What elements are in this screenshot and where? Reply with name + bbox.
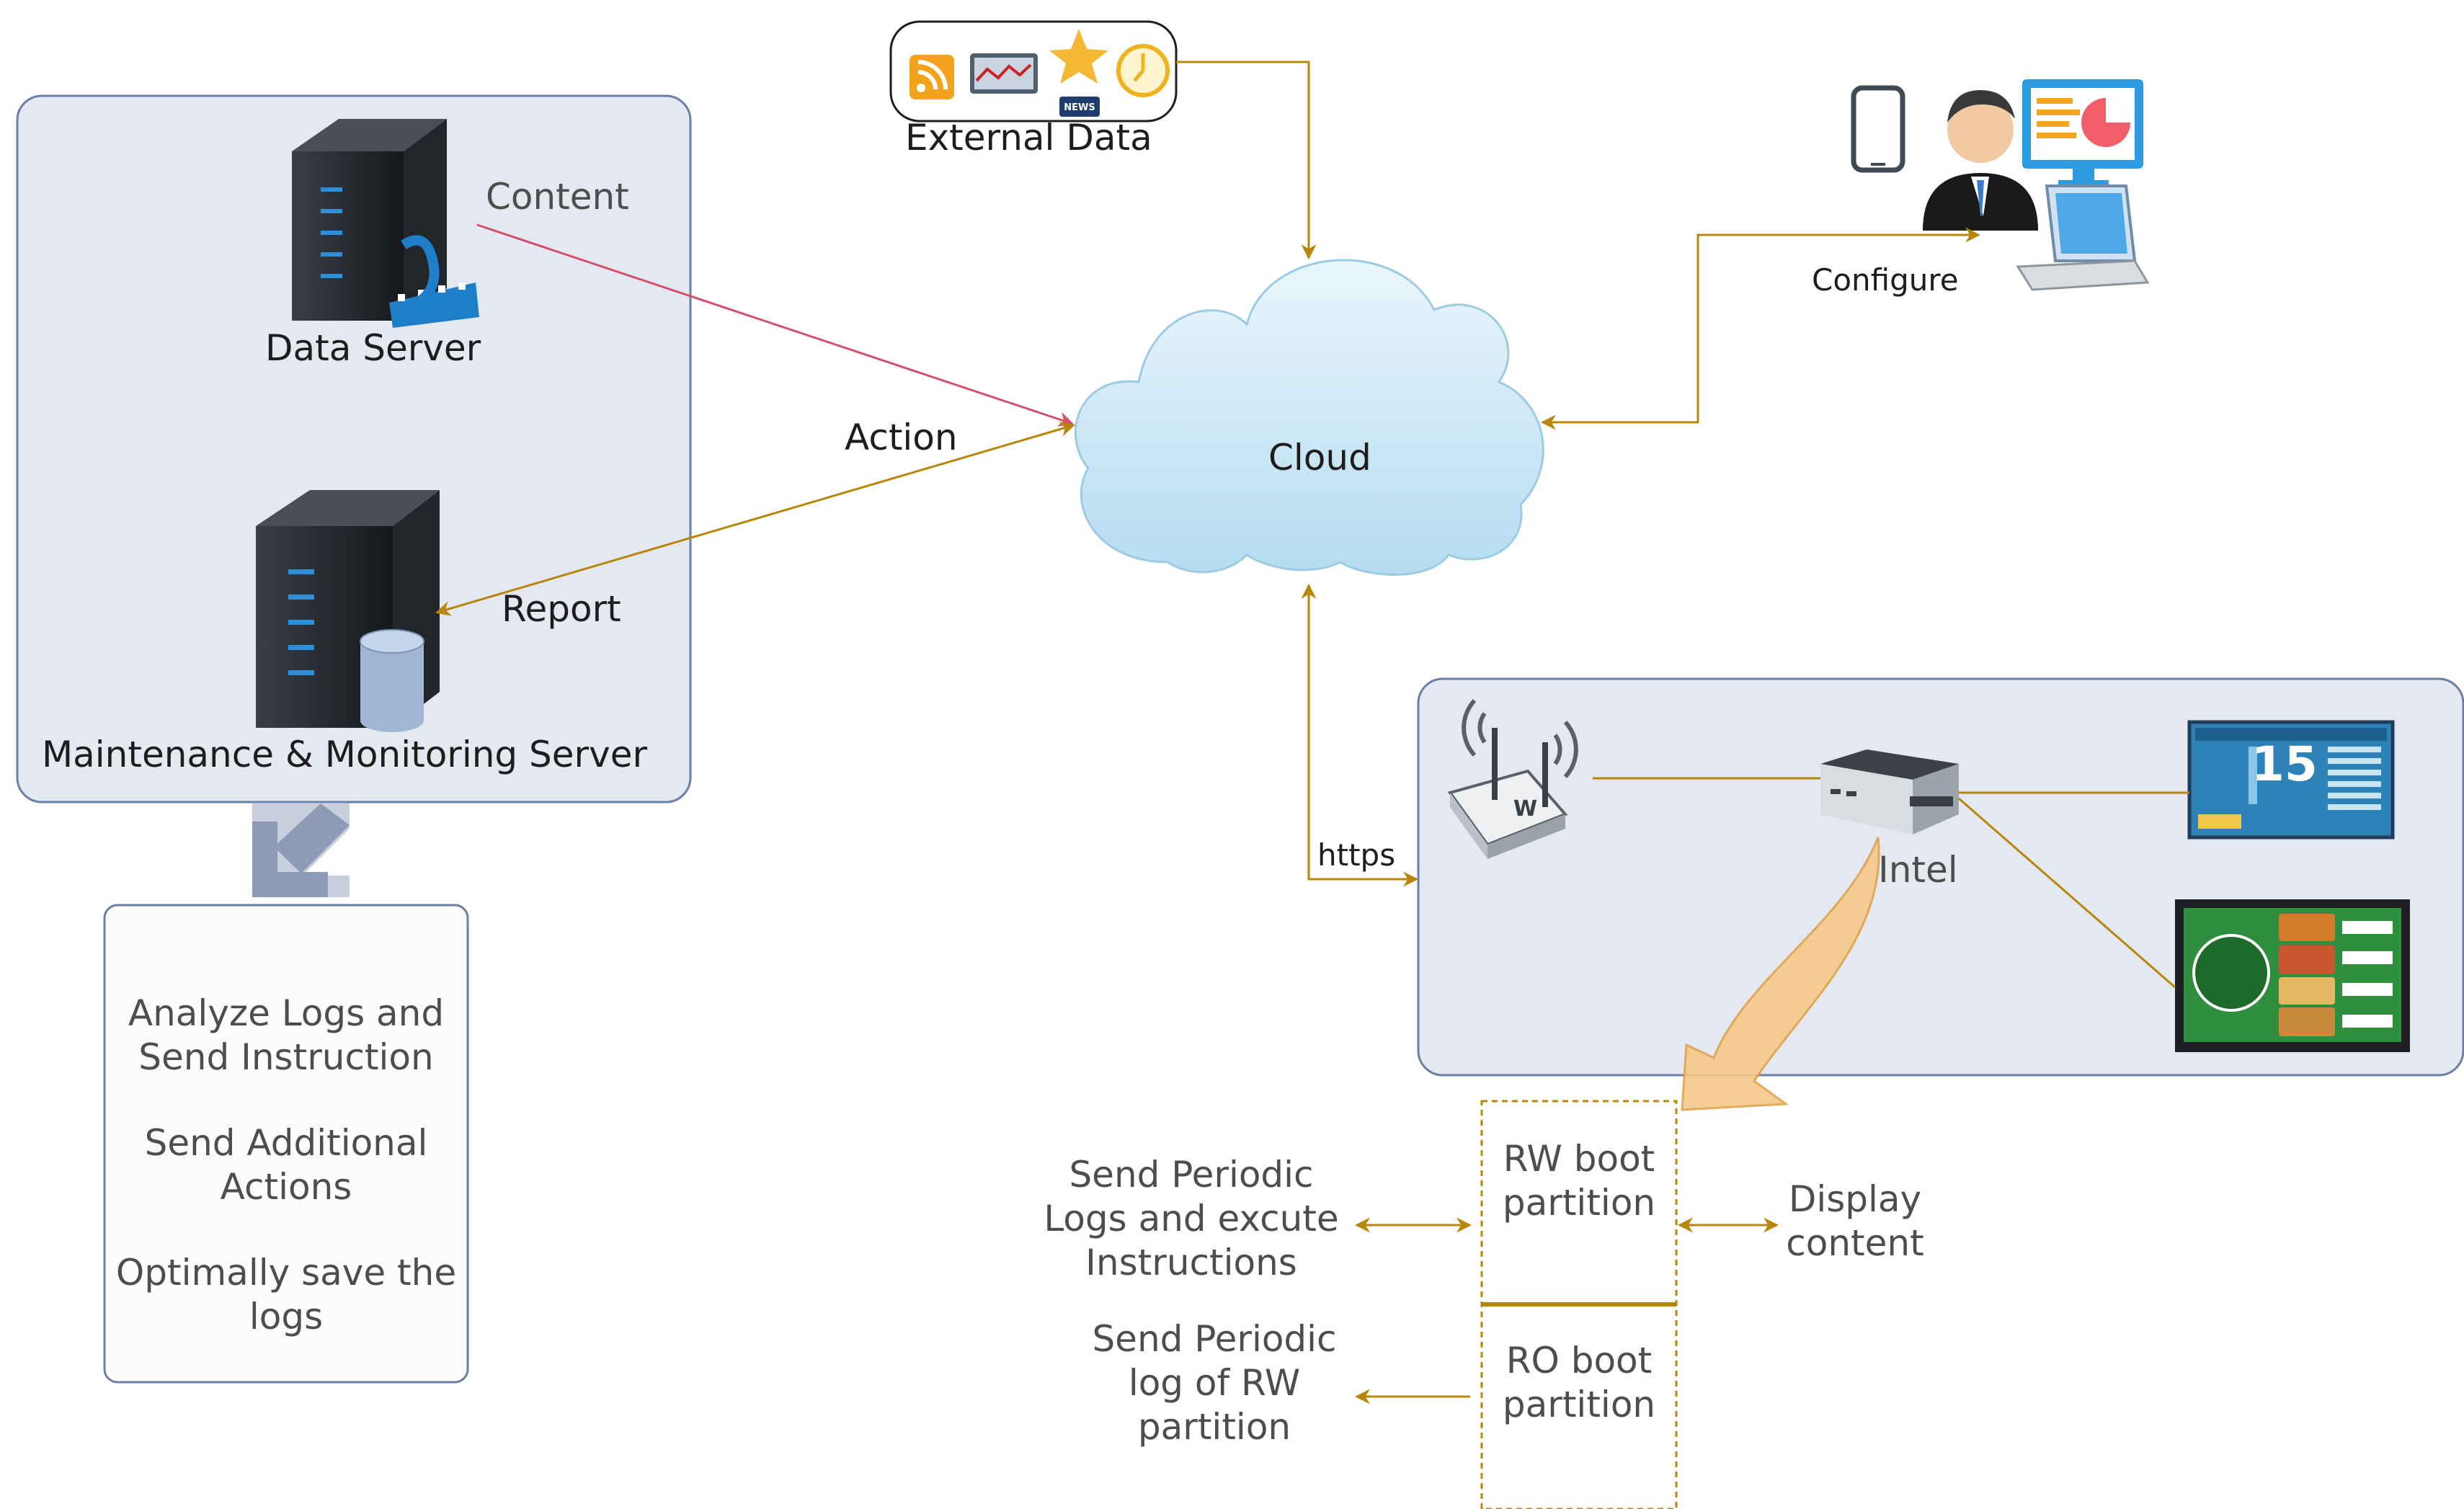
menu-board-icon [2175, 899, 2410, 1052]
clock-icon [1116, 44, 1170, 97]
content-label: Content [486, 176, 629, 218]
intel-to-menu-line [1958, 797, 2176, 989]
svg-text:NEWS: NEWS [1064, 102, 1095, 113]
chart-monitor-icon [970, 53, 1038, 94]
notes-line-1: Analyze Logs and Send Instruction [128, 992, 445, 1078]
intel-label: Intel [1878, 849, 1958, 891]
down-left-arrow-icon [252, 804, 350, 897]
intel-to-partition-arrow [1681, 837, 1880, 1111]
signage-number: 15 [2251, 736, 2318, 792]
cloud-label: Cloud [1268, 437, 1371, 478]
server-video-icon [292, 119, 479, 328]
star-news-icon: NEWS [1049, 29, 1108, 117]
configure-arrow [1540, 227, 1981, 430]
notes-line-2: Send Additional Actions [144, 1122, 428, 1208]
https-label: https [1317, 837, 1396, 873]
action-label: Action [845, 417, 958, 458]
configure-label: Configure [1812, 262, 1959, 298]
rw-boot-label: RW boot partition [1502, 1138, 1656, 1224]
content-arrow [476, 223, 1074, 427]
notes-box [103, 904, 469, 1384]
digital-signage-icon [2187, 720, 2395, 840]
action-report-arrow [435, 422, 1076, 616]
ro-boot-label: RO boot partition [1502, 1340, 1656, 1425]
svg-text:W: W [1513, 796, 1537, 822]
mobile-phone-icon [1851, 85, 1905, 173]
maintenance-server-label: Maintenance & Monitoring Server [42, 734, 648, 775]
display-content-label: Display content [1786, 1178, 1924, 1264]
send-periodic-rw-label: Send Periodic log of RW partition [1092, 1318, 1337, 1448]
cloud-icon [1074, 259, 1544, 576]
user-icon [1923, 90, 2038, 231]
mini-pc-icon [1820, 749, 1959, 834]
server-database-icon [256, 490, 440, 732]
dashboard-monitor-icon [2022, 79, 2143, 186]
external-data-arrow [1176, 61, 1317, 260]
wifi-router-icon: W [1447, 698, 1578, 859]
external-data-label: External Data [905, 117, 1152, 159]
report-label: Report [502, 588, 621, 630]
rss-icon [909, 55, 954, 99]
notes-line-3: Optimally save the logs [115, 1252, 457, 1337]
data-server-label: Data Server [265, 327, 481, 369]
https-arrow [1301, 583, 1419, 887]
laptop-icon [2016, 184, 2150, 291]
send-periodic-logs-label: Send Periodic Logs and excute Instructio… [1044, 1154, 1339, 1283]
